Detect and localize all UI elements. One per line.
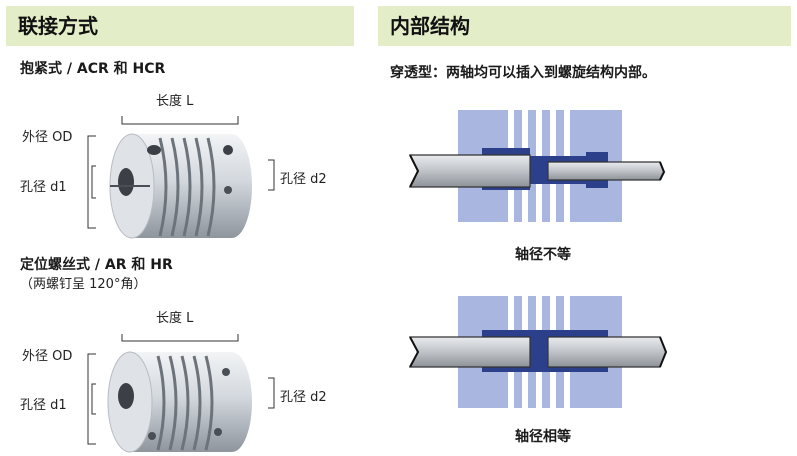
setscrew-note: （两螺钉呈 120°角） [20,277,147,292]
setscrew-coupling-image [87,334,275,453]
clamp-od-label: 外径 OD [22,130,73,145]
section-header-connection: 联接方式 [6,6,354,46]
section-header-internal-structure: 内部结构 [378,6,791,46]
clamp-length-label: 长度 L [156,94,194,109]
internal-description: 穿透型：两轴均可以插入到螺旋结构内部。 [390,65,656,81]
setscrew-length-label: 长度 L [156,311,194,326]
setscrew-d2-label: 孔径 d2 [280,390,327,405]
internal-equal-diagram [409,296,668,408]
setscrew-d1-label: 孔径 d1 [20,398,67,413]
setscrew-type-title: 定位螺丝式 / AR 和 HR [20,257,173,273]
clamp-d1-label: 孔径 d1 [20,180,67,195]
clamp-d2-label: 孔径 d2 [280,172,327,187]
caption-unequal-shaft: 轴径不等 [515,247,571,263]
caption-equal-shaft: 轴径相等 [515,429,571,445]
clamp-coupling-image [87,116,275,239]
internal-unequal-diagram [409,110,666,222]
clamp-type-title: 抱紧式 / ACR 和 HCR [20,61,166,77]
setscrew-od-label: 外径 OD [22,349,73,364]
